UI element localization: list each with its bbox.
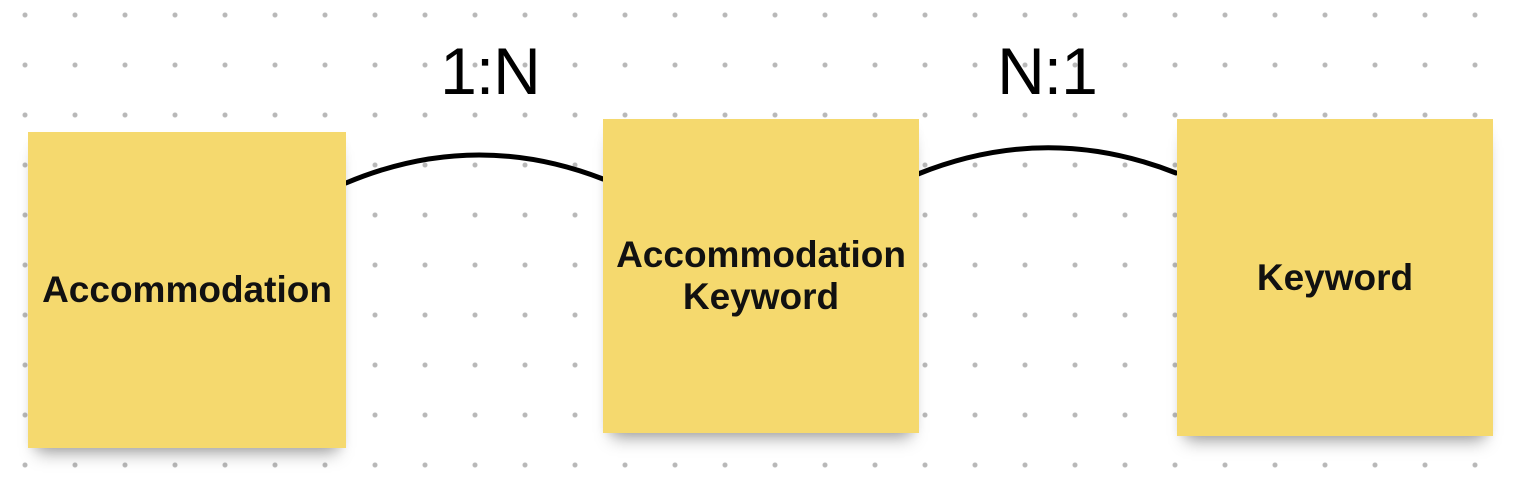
sticky-note-text: Accommodation Keyword xyxy=(616,234,906,317)
connector-label-n1[interactable]: N:1 xyxy=(997,34,1098,108)
connector-line-accommodation-keyword-to-keyword[interactable] xyxy=(915,145,1179,177)
sticky-note-accommodation[interactable]: Accommodation xyxy=(28,132,346,448)
sticky-note-text: Accommodation xyxy=(42,269,332,311)
sticky-note-text: Keyword xyxy=(1256,256,1414,298)
sticky-note-accommodation-keyword[interactable]: Accommodation Keyword xyxy=(603,119,919,433)
connector-label-1n[interactable]: 1:N xyxy=(440,34,541,108)
sticky-note-keyword[interactable]: Keyword xyxy=(1177,119,1493,436)
connector-line-accommodation-to-accommodation-keyword[interactable] xyxy=(343,152,606,186)
